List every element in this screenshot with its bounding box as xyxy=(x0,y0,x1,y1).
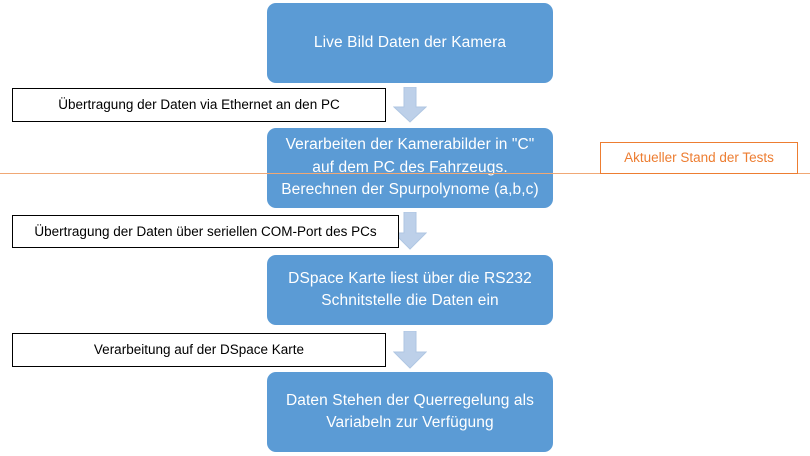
note-box-label: Verarbeitung auf der DSpace Karte xyxy=(93,342,305,358)
current-test-status-divider-line xyxy=(0,173,810,175)
process-box-label: Daten Stehen der Querregelung als Variab… xyxy=(285,391,534,431)
note-box-label: Übertragung der Daten über seriellen COM… xyxy=(34,223,377,239)
process-box-label: Live Bild Daten der Kamera xyxy=(313,33,507,51)
note-box-verarbeitung-dspace[interactable]: Verarbeitung auf der DSpace Karte xyxy=(12,333,386,367)
callout-aktueller-stand-der-tests[interactable]: Aktueller Stand der Tests xyxy=(600,142,798,174)
note-box-com-port-uebertragung[interactable]: Übertragung der Daten über seriellen COM… xyxy=(12,215,399,248)
note-box-label: Übertragung der Daten via Ethernet an de… xyxy=(58,97,340,113)
process-box-live-bild-daten[interactable]: Live Bild Daten der Kamera xyxy=(267,3,553,83)
down-arrow-icon-1 xyxy=(393,87,427,123)
process-box-label: DSpace Karte liest über die RS232 Schnit… xyxy=(288,269,532,309)
down-arrow-icon-3 xyxy=(393,331,427,369)
process-box-daten-stehen-querregelung[interactable]: Daten Stehen der Querregelung als Variab… xyxy=(267,372,553,452)
process-box-verarbeiten-kamerabilder[interactable]: Verarbeiten der Kamerabilder in "C" auf … xyxy=(267,128,553,208)
process-box-label: Verarbeiten der Kamerabilder in "C" auf … xyxy=(281,136,539,199)
down-arrow-icon-2 xyxy=(393,212,427,250)
process-box-dspace-karte-liest[interactable]: DSpace Karte liest über die RS232 Schnit… xyxy=(267,255,553,325)
note-box-ethernet-uebertragung[interactable]: Übertragung der Daten via Ethernet an de… xyxy=(12,88,386,122)
callout-label: Aktueller Stand der Tests xyxy=(624,150,774,166)
